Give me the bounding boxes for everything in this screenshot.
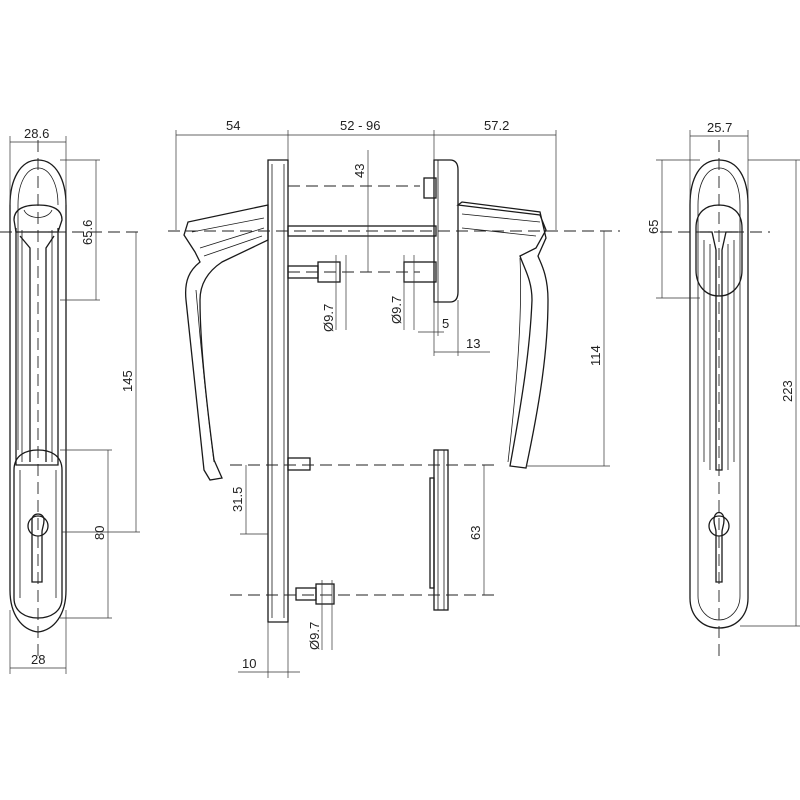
cylinder-plate-height-label: 63 (468, 526, 483, 540)
spindle-offset-label: 43 (352, 164, 367, 178)
lever-drop-label: 114 (588, 345, 603, 366)
lever-projection-inner-label: 54 (226, 118, 240, 133)
center-side-view (168, 159, 620, 623)
right-dimensions: 25.7 65 223 (646, 120, 800, 627)
left-bottom-width-label: 28 (31, 652, 45, 667)
right-rosette-height-label: 65 (646, 220, 661, 234)
left-spindle-to-cylinder-label: 145 (120, 370, 135, 392)
plate-thickness-label: 10 (242, 656, 256, 671)
screw-diameter-bottom-label: Ø9.7 (307, 622, 322, 650)
right-top-width-label: 25.7 (707, 120, 732, 135)
left-top-width-label: 28.6 (24, 126, 49, 141)
center-dimensions: 54 52 - 96 57.2 43 Ø9.7 Ø9.7 5 13 114 31… (175, 118, 610, 678)
screw-diameter-outer-label: Ø9.7 (389, 296, 404, 324)
right-front-view (660, 140, 770, 660)
left-dimensions: 28.6 65.6 145 80 28 (9, 126, 140, 674)
left-front-view (0, 140, 140, 660)
cylinder-offset-label: 31.5 (230, 487, 245, 512)
screw-diameter-inner-label: Ø9.7 (321, 304, 336, 332)
door-thickness-label: 52 - 96 (340, 118, 380, 133)
right-total-height-label: 223 (780, 380, 795, 402)
lever-projection-outer-label: 57.2 (484, 118, 509, 133)
rosette-depth-label: 13 (466, 336, 480, 351)
left-rosette-height-label: 65.6 (80, 220, 95, 245)
left-cylinder-height-label: 80 (92, 526, 107, 540)
rosette-thickness-label: 5 (442, 316, 449, 331)
